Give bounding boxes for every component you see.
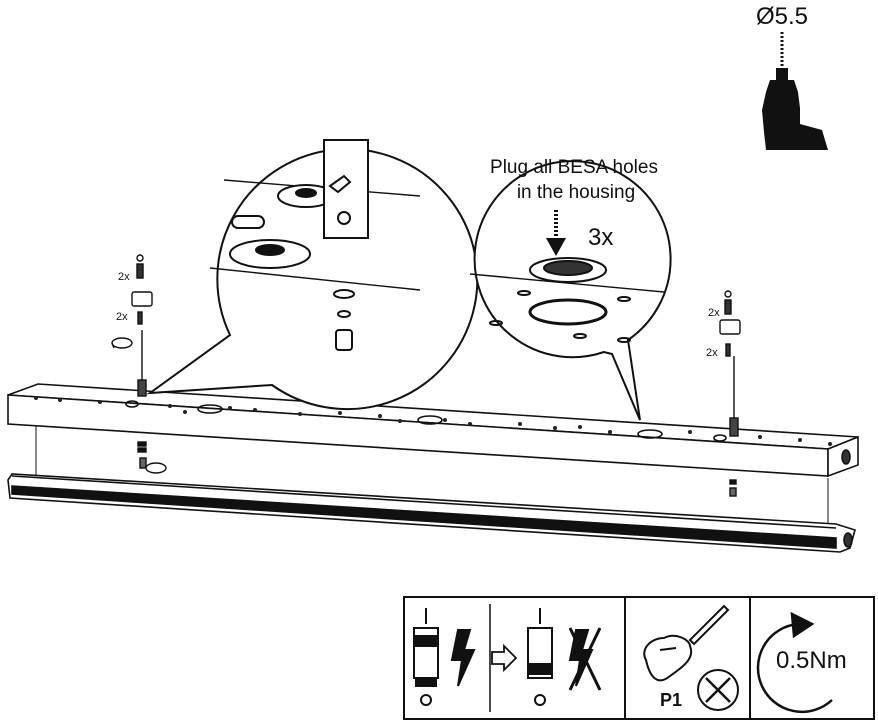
left-detail-bubble (146, 139, 479, 411)
right-detail-bubble (469, 160, 672, 421)
power-on-icon (413, 608, 476, 706)
callout-line-1: Plug all BESA holes (490, 157, 658, 178)
right-qty-b: 2x (706, 347, 718, 359)
torque-label: 0.5Nm (776, 647, 847, 674)
luminaire-housing (7, 383, 859, 478)
insert-arrow (546, 210, 566, 256)
icon-strip (403, 596, 875, 720)
drill-icon: Ø5.5 (756, 3, 828, 150)
luminaire-diffuser (7, 426, 856, 553)
drill-diameter-label: Ø5.5 (756, 3, 808, 30)
right-suspension (719, 290, 741, 497)
power-off-icon (527, 608, 602, 706)
screwdriver-label: P1 (660, 690, 682, 710)
callout-line-2: in the housing (517, 182, 635, 203)
callout-count: 3x (588, 224, 613, 251)
left-qty-a: 2x (118, 271, 130, 283)
left-suspension (111, 254, 167, 474)
left-qty-b: 2x (116, 311, 128, 323)
right-qty-a: 2x (708, 307, 720, 319)
torque-icon (756, 611, 833, 714)
arrow-right-icon (491, 643, 518, 673)
screwdriver-icon (643, 604, 739, 711)
